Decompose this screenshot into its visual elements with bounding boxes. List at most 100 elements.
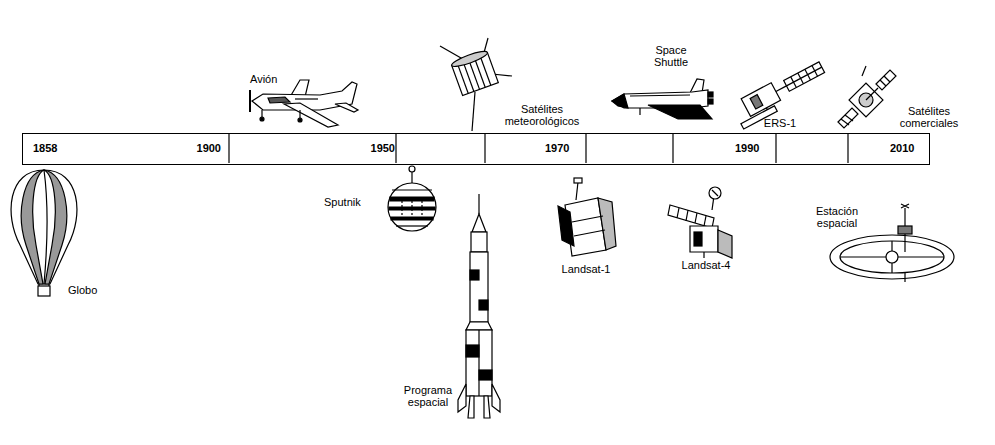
airplane-drawing-part bbox=[268, 97, 290, 103]
sputnik-drawing-part bbox=[401, 197, 402, 220]
sputnik-drawing-part bbox=[411, 197, 412, 220]
caption-label: Landsat-1 bbox=[554, 263, 618, 275]
year-label: 1900 bbox=[197, 142, 221, 154]
rocket-drawing-part bbox=[468, 396, 474, 418]
rocket-drawing bbox=[458, 194, 500, 418]
airplane-drawing-part bbox=[261, 110, 262, 117]
weather-satellite-drawing-part-part bbox=[463, 61, 474, 91]
caption-label: Landsat-4 bbox=[674, 259, 738, 271]
rocket-drawing-part bbox=[466, 322, 492, 330]
weather-satellite-drawing-part-part bbox=[480, 55, 491, 85]
landsat4-drawing-part bbox=[704, 216, 706, 226]
weather-satellite-drawing-part-part bbox=[469, 59, 480, 89]
year-label: 1990 bbox=[735, 142, 759, 154]
balloon-drawing-part bbox=[38, 284, 39, 286]
landsat1-drawing-part bbox=[576, 182, 578, 200]
landsat1-drawing bbox=[558, 178, 616, 256]
weather-satellite-drawing-part bbox=[450, 49, 498, 96]
ers1-satellite-drawing-part bbox=[750, 95, 763, 109]
airplane-drawing-part bbox=[295, 98, 318, 99]
space-shuttle-drawing-part bbox=[648, 105, 712, 119]
landsat4-drawing bbox=[668, 187, 732, 258]
ers1-satellite-drawing-part bbox=[786, 67, 821, 86]
landsat1-drawing-part bbox=[598, 198, 616, 250]
rocket-drawing-part bbox=[479, 300, 488, 310]
year-label: 1970 bbox=[545, 142, 569, 154]
caption-label: Satélites meteorológicos bbox=[494, 103, 590, 127]
caption-label: Globo bbox=[68, 284, 110, 296]
weather-satellite-drawing-part-part bbox=[457, 63, 468, 93]
balloon-drawing-part bbox=[11, 170, 77, 284]
commercial-satellite-drawing-part bbox=[866, 88, 878, 100]
commercial-satellite-drawing-part bbox=[880, 80, 886, 86]
commercial-satellite-drawing-part bbox=[845, 115, 853, 121]
space-station-drawing-part bbox=[901, 204, 909, 208]
space-shuttle-drawing-part bbox=[630, 95, 690, 96]
rocket-drawing-part bbox=[466, 330, 492, 396]
timeline-divider bbox=[672, 134, 673, 163]
caption-label: Sputnik bbox=[324, 196, 376, 208]
rocket-drawing-part bbox=[478, 194, 479, 214]
landsat4-drawing-part bbox=[668, 205, 714, 228]
rocket-drawing-part bbox=[484, 396, 490, 418]
timeline-divider bbox=[585, 134, 586, 163]
balloon-drawing-part bbox=[44, 170, 47, 284]
commercial-satellite-drawing bbox=[838, 66, 896, 128]
caption-label: Space Shuttle bbox=[640, 44, 702, 68]
airplane-drawing-part bbox=[299, 110, 300, 118]
airplane-drawing-part bbox=[298, 118, 302, 122]
airplane-drawing-part bbox=[260, 117, 264, 121]
space-station-drawing-part bbox=[840, 241, 944, 273]
rocket-drawing-part bbox=[466, 345, 479, 357]
landsat4-drawing-part bbox=[718, 230, 732, 258]
weather-satellite-drawing-part-part bbox=[450, 49, 488, 70]
timeline-divider bbox=[395, 134, 396, 163]
commercial-satellite-drawing-part bbox=[862, 66, 866, 76]
landsat4-drawing-part bbox=[712, 190, 718, 196]
sputnik-drawing-part bbox=[409, 166, 415, 172]
caption-label: Satélites comerciales bbox=[893, 105, 965, 129]
ers1-satellite-drawing bbox=[731, 58, 831, 129]
landsat4-drawing-part bbox=[690, 226, 718, 252]
sputnik-drawing-part bbox=[396, 225, 428, 226]
commercial-satellite-drawing-part bbox=[838, 108, 858, 128]
sputnik-drawing-part bbox=[388, 183, 436, 231]
sputnik-drawing-part bbox=[421, 197, 422, 220]
landsat4-drawing-part bbox=[694, 232, 702, 246]
caption-label: Estación espacial bbox=[800, 205, 874, 229]
balloon-drawing-part bbox=[44, 170, 67, 284]
space-station-drawing-part bbox=[904, 272, 905, 282]
space-station-drawing-part bbox=[886, 251, 898, 263]
airplane-drawing-part bbox=[284, 103, 338, 127]
space-shuttle-drawing-part bbox=[639, 108, 640, 115]
year-label: 1950 bbox=[371, 142, 395, 154]
airplane-drawing-part bbox=[335, 103, 358, 112]
rocket-drawing-part bbox=[478, 330, 479, 396]
timeline-divider bbox=[775, 134, 776, 163]
timeline-divider bbox=[484, 134, 485, 163]
ers1-satellite-drawing-part bbox=[784, 62, 825, 91]
landsat4-drawing-part bbox=[703, 252, 704, 258]
ers1-satellite-drawing-part bbox=[766, 108, 768, 110]
space-station-drawing-part bbox=[898, 226, 912, 234]
balloon-drawing bbox=[11, 170, 77, 296]
year-label: 1858 bbox=[33, 142, 57, 154]
rocket-drawing-part bbox=[471, 232, 487, 252]
airplane-drawing bbox=[250, 80, 358, 127]
weather-satellite-drawing-part-part bbox=[474, 57, 485, 87]
timeline-dividers bbox=[23, 134, 928, 163]
space-shuttle-drawing-part bbox=[708, 99, 713, 104]
rocket-drawing-part bbox=[470, 270, 479, 280]
commercial-satellite-drawing-part bbox=[841, 119, 849, 125]
caption-label: Programa espacial bbox=[396, 384, 460, 408]
timeline-divider bbox=[228, 134, 229, 163]
landsat1-drawing-part bbox=[558, 206, 574, 246]
landsat4-drawing-part bbox=[709, 187, 721, 199]
rocket-drawing-part bbox=[470, 252, 488, 322]
space-shuttle-drawing-part bbox=[689, 108, 690, 118]
space-shuttle-drawing-part bbox=[612, 94, 628, 108]
caption-label: Avión bbox=[250, 73, 294, 85]
weather-satellite-drawing-part bbox=[472, 92, 475, 131]
rocket-drawing-part bbox=[472, 214, 486, 232]
